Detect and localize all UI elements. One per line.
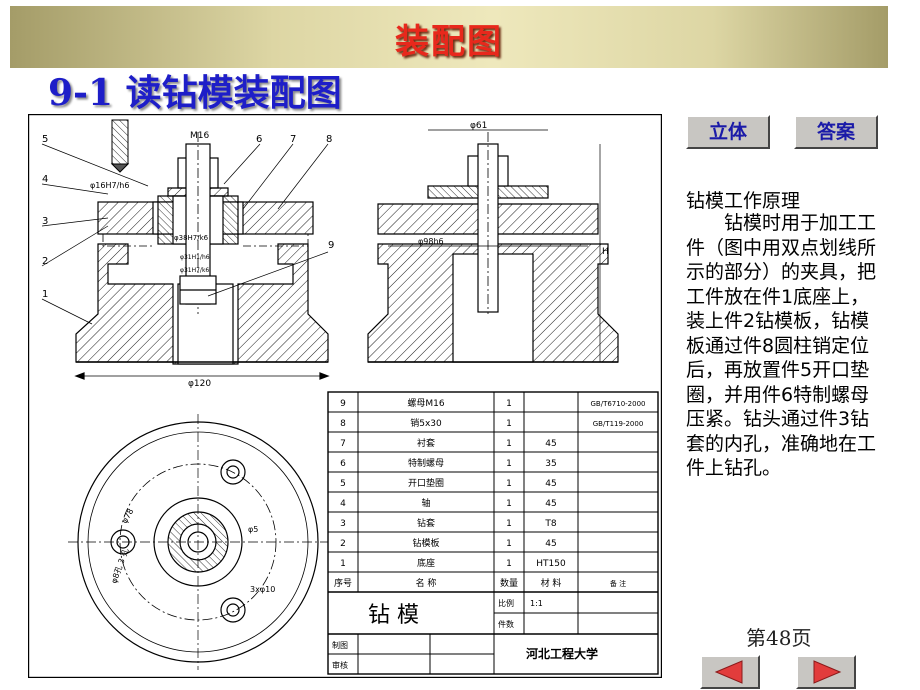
table-cell: 底座 xyxy=(417,557,435,569)
svg-text:8: 8 xyxy=(326,134,332,145)
section-subtitle: 9-1 读钻模装配图 xyxy=(48,72,342,114)
table-cell: 1 xyxy=(506,419,512,429)
svg-text:φ120: φ120 xyxy=(188,379,211,389)
svg-text:φ5: φ5 xyxy=(248,525,258,534)
svg-text:φ38H7/k6: φ38H7/k6 xyxy=(174,234,209,242)
svg-text:制图: 制图 xyxy=(332,640,348,650)
svg-text:φ78: φ78 xyxy=(120,507,136,525)
table-cell: 衬套 xyxy=(417,437,435,449)
svg-text:φ98h6: φ98h6 xyxy=(418,237,444,246)
table-cell: 备 注 xyxy=(610,579,626,588)
table-cell: 销5x30 xyxy=(410,417,442,429)
table-cell: 1 xyxy=(506,539,512,549)
table-cell: GB/T119-2000 xyxy=(593,420,644,428)
title-banner: 装配图 xyxy=(10,6,888,68)
svg-text:7: 7 xyxy=(290,134,296,145)
drill-bit-icon xyxy=(110,119,130,173)
arrow-right-icon xyxy=(813,660,842,684)
table-cell: 钻模板 xyxy=(412,537,439,549)
table-cell: 名 称 xyxy=(416,577,437,589)
table-cell: HT150 xyxy=(536,559,566,569)
description-title: 钻模工作原理 xyxy=(686,190,801,212)
svg-text:3: 3 xyxy=(42,216,48,227)
table-cell: 特制螺母 xyxy=(408,457,444,469)
svg-text:河北工程大学: 河北工程大学 xyxy=(525,646,598,661)
table-cell: 1 xyxy=(506,459,512,469)
table-cell: 数量 xyxy=(500,577,518,589)
table-cell: 9 xyxy=(340,399,346,409)
svg-text:2: 2 xyxy=(42,256,48,267)
table-cell: 1 xyxy=(340,559,346,569)
front-view: φ120 M16 φ16H7/h6 φ38H7/k6 φ31H1/h6 φ31H… xyxy=(41,131,334,389)
svg-text:审核: 审核 xyxy=(332,660,348,670)
table-cell: 35 xyxy=(545,459,556,469)
svg-text:φ61: φ61 xyxy=(470,121,487,131)
solid-view-button[interactable]: 立体 xyxy=(686,115,770,149)
table-cell: 1 xyxy=(506,479,512,489)
table-cell: 1 xyxy=(506,559,512,569)
svg-text:1:1: 1:1 xyxy=(530,599,543,608)
svg-text:H: H xyxy=(602,247,609,257)
table-cell: GB/T6710-2000 xyxy=(590,400,645,408)
svg-text:φ16H7/h6: φ16H7/h6 xyxy=(90,181,129,190)
svg-text:M16: M16 xyxy=(190,131,209,141)
table-cell: 5 xyxy=(340,479,346,489)
table-cell: 序号 xyxy=(334,577,352,589)
table-cell: 钻套 xyxy=(417,517,435,529)
svg-text:3xφ10: 3xφ10 xyxy=(250,585,275,594)
table-cell: 7 xyxy=(340,439,346,449)
svg-text:5: 5 xyxy=(42,134,48,145)
side-view: φ61 φ98h6 H xyxy=(367,121,619,363)
svg-text:4: 4 xyxy=(42,174,48,185)
answer-button[interactable]: 答案 xyxy=(794,115,878,149)
table-cell: 45 xyxy=(545,439,556,449)
svg-text:φ31H1/h6: φ31H1/h6 xyxy=(180,254,210,261)
table-cell: 2 xyxy=(340,539,346,549)
prev-page-button[interactable] xyxy=(700,655,760,689)
svg-text:φ8孔 3 孔: φ8孔 3 孔 xyxy=(109,547,130,584)
table-cell: 1 xyxy=(506,399,512,409)
table-cell: 开口垫圈 xyxy=(408,477,444,489)
page-number: 第48页 xyxy=(746,626,812,650)
svg-text:6: 6 xyxy=(256,134,262,145)
table-cell: 材 料 xyxy=(541,577,562,589)
plan-view: φ78 φ5 3xφ10 φ8孔 3 孔 xyxy=(68,414,328,670)
svg-text:件数: 件数 xyxy=(498,619,514,629)
table-cell: 6 xyxy=(340,459,346,469)
table-cell: 4 xyxy=(340,499,346,509)
next-page-button[interactable] xyxy=(796,655,856,689)
svg-text:9: 9 xyxy=(328,240,334,251)
table-cell: 8 xyxy=(340,419,346,429)
svg-text:φ31H7/k6: φ31H7/k6 xyxy=(180,267,209,274)
assembly-drawing: φ120 M16 φ16H7/h6 φ38H7/k6 φ31H1/h6 φ31H… xyxy=(28,114,662,678)
table-cell: 1 xyxy=(506,439,512,449)
table-cell: 45 xyxy=(545,539,556,549)
table-cell: 45 xyxy=(545,479,556,489)
table-cell: T8 xyxy=(544,519,556,529)
svg-text:比例: 比例 xyxy=(498,598,514,608)
description-body: 钻模时用于加工工件（图中用双点划线所示的部分）的夹具，把工件放在件1底座上，装上… xyxy=(686,212,877,479)
table-cell: 螺母M16 xyxy=(407,398,444,409)
drawing-frame xyxy=(28,114,662,678)
banner-title: 装配图 xyxy=(395,22,503,62)
table-cell: 1 xyxy=(506,499,512,509)
table-cell: 轴 xyxy=(421,497,430,509)
svg-text:1: 1 xyxy=(42,289,48,300)
table-cell: 45 xyxy=(545,499,556,509)
table-cell: 1 xyxy=(506,519,512,529)
svg-text:钻 模: 钻 模 xyxy=(368,603,419,628)
table-cell: 3 xyxy=(340,519,346,529)
arrow-left-icon xyxy=(714,660,743,684)
